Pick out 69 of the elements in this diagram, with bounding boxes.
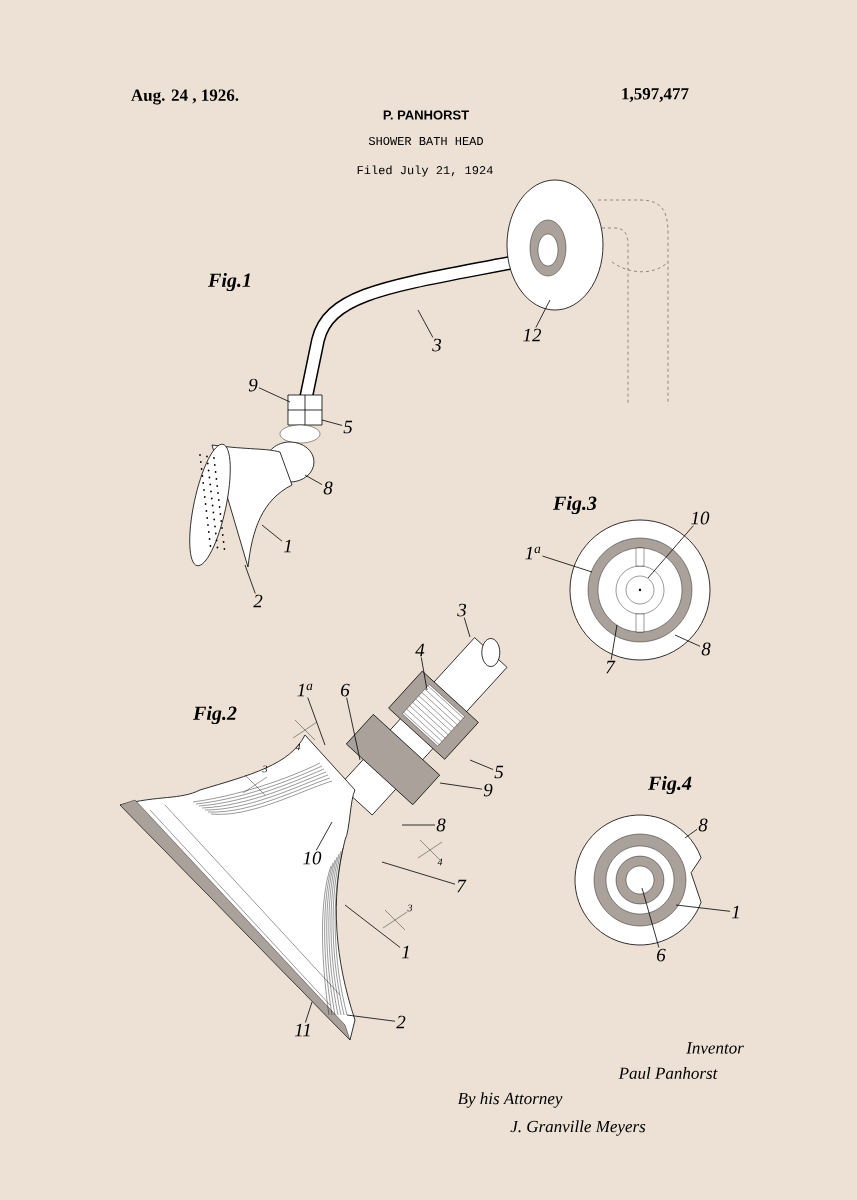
leader-line xyxy=(417,309,434,338)
leader-line xyxy=(641,887,660,948)
callout-number: 8 xyxy=(436,818,446,832)
leader-line xyxy=(304,474,323,486)
leader-line xyxy=(305,1001,313,1023)
callout-number: 8 xyxy=(701,642,711,656)
leader-line xyxy=(610,624,618,660)
leader-line xyxy=(258,387,291,403)
callout-number: 1 xyxy=(283,539,291,553)
leader-line xyxy=(261,524,283,542)
callout-number: 6 xyxy=(341,683,350,697)
leader-line xyxy=(346,1014,396,1022)
leader-line xyxy=(321,419,343,426)
callout-number: 4 xyxy=(415,643,425,657)
leader-line xyxy=(674,634,701,647)
leader-line xyxy=(684,828,698,839)
leader-line xyxy=(315,821,333,851)
callout-number: 10 xyxy=(303,851,322,865)
inventor-name: P. PANHORST xyxy=(383,110,469,120)
callout-number: 8 xyxy=(323,481,333,495)
callout-number: 12 xyxy=(523,328,542,342)
leader-line xyxy=(535,299,551,328)
signature-text: By his Attorney xyxy=(457,1092,563,1108)
callout-number: 7 xyxy=(457,879,467,893)
leader-line xyxy=(439,782,483,790)
filing-date: Filed July 21, 1924 xyxy=(357,165,493,177)
header-text: 1,597,477 xyxy=(622,88,689,102)
section-mark: 3 xyxy=(407,904,413,912)
leader-line xyxy=(420,657,428,691)
leader-line xyxy=(647,525,694,579)
leader-line xyxy=(346,697,361,761)
leader-line xyxy=(307,697,326,746)
callout-number: 9 xyxy=(483,783,493,797)
callout-number: 3 xyxy=(432,338,442,352)
figure-label: Fig.4 xyxy=(648,775,692,795)
leader-line xyxy=(244,564,256,594)
leader-line xyxy=(344,904,401,948)
callout-number: 1$^{a}$ xyxy=(297,683,313,697)
leader-line xyxy=(542,555,593,573)
callout-number: 6 xyxy=(657,948,666,962)
callout-number: 5 xyxy=(494,765,504,779)
callout-number: 7 xyxy=(606,660,616,674)
figure-label: Fig.3 xyxy=(553,495,597,515)
section-mark: 3 xyxy=(262,765,268,773)
callout-number: 2 xyxy=(253,594,263,608)
signature-text: Inventor xyxy=(686,1042,744,1054)
callout-number: 10 xyxy=(691,511,710,525)
callout-number: 1$^{a}$ xyxy=(525,546,541,560)
leader-line xyxy=(401,824,436,826)
callout-number: 11 xyxy=(294,1023,310,1037)
title: SHOWER BATH HEAD xyxy=(368,136,483,146)
callout-number: 1 xyxy=(731,905,739,919)
section-mark: 4 xyxy=(295,743,301,751)
leader-line xyxy=(469,759,494,770)
leader-line xyxy=(675,904,731,912)
callout-number: 1 xyxy=(401,945,409,959)
callout-number: 2 xyxy=(396,1015,406,1029)
callout-number: 8 xyxy=(698,818,708,832)
callout-number: 5 xyxy=(343,420,353,434)
signature-text: J. Granville Meyers xyxy=(510,1120,646,1136)
signature-text: Paul Panhorst xyxy=(618,1067,718,1079)
figure-label: Fig.2 xyxy=(193,705,237,725)
section-mark: 4 xyxy=(437,858,443,866)
figure-label: Fig.1 xyxy=(208,272,250,292)
leader-line xyxy=(381,861,456,885)
header-text: Aug. 24 , 1926. xyxy=(131,89,239,105)
leader-line xyxy=(463,617,471,638)
callout-number: 3 xyxy=(457,603,467,617)
callout-number: 9 xyxy=(248,378,258,392)
